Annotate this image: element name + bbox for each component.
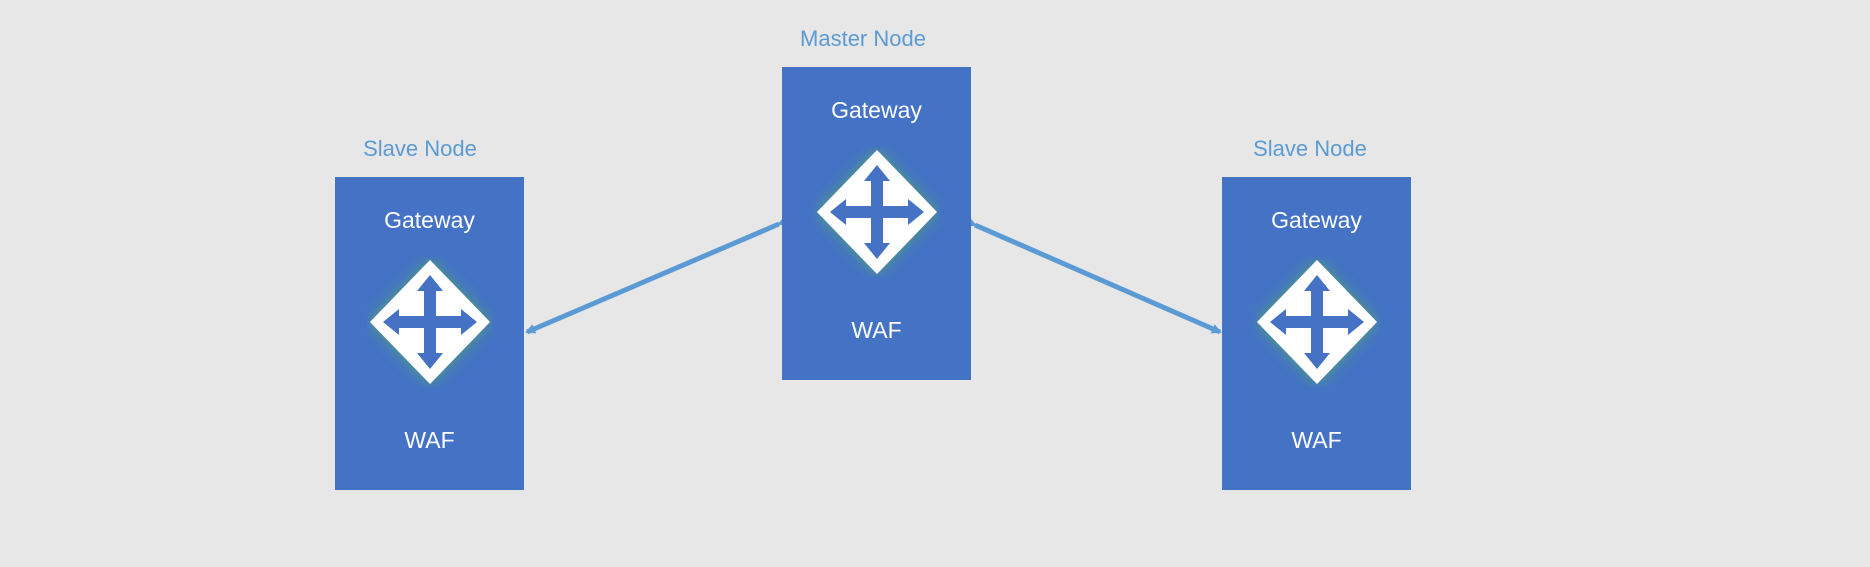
- router-icon: [814, 147, 940, 277]
- slave-node-right-caption: Slave Node: [1253, 136, 1367, 161]
- connector-master-to-left-slave: [525, 216, 789, 335]
- slave-node-left-gateway-label: Gateway: [384, 207, 475, 233]
- slave-node-left[interactable]: Gateway WAF: [335, 177, 524, 490]
- master-node-gateway-label: Gateway: [831, 97, 922, 123]
- router-icon: [367, 257, 493, 387]
- slave-node-left-waf-label: WAF: [404, 427, 455, 453]
- master-node-waf-label: WAF: [851, 317, 902, 343]
- slave-node-left-caption: Slave Node: [363, 136, 477, 161]
- master-node-caption: Master Node: [800, 26, 926, 51]
- router-icon: [1254, 257, 1380, 387]
- connector-master-to-right-slave: [965, 217, 1222, 335]
- master-node[interactable]: Gateway WAF: [782, 67, 971, 380]
- slave-node-right-gateway-label: Gateway: [1271, 207, 1362, 233]
- slave-node-right[interactable]: Gateway WAF: [1222, 177, 1411, 490]
- slave-node-right-waf-label: WAF: [1291, 427, 1342, 453]
